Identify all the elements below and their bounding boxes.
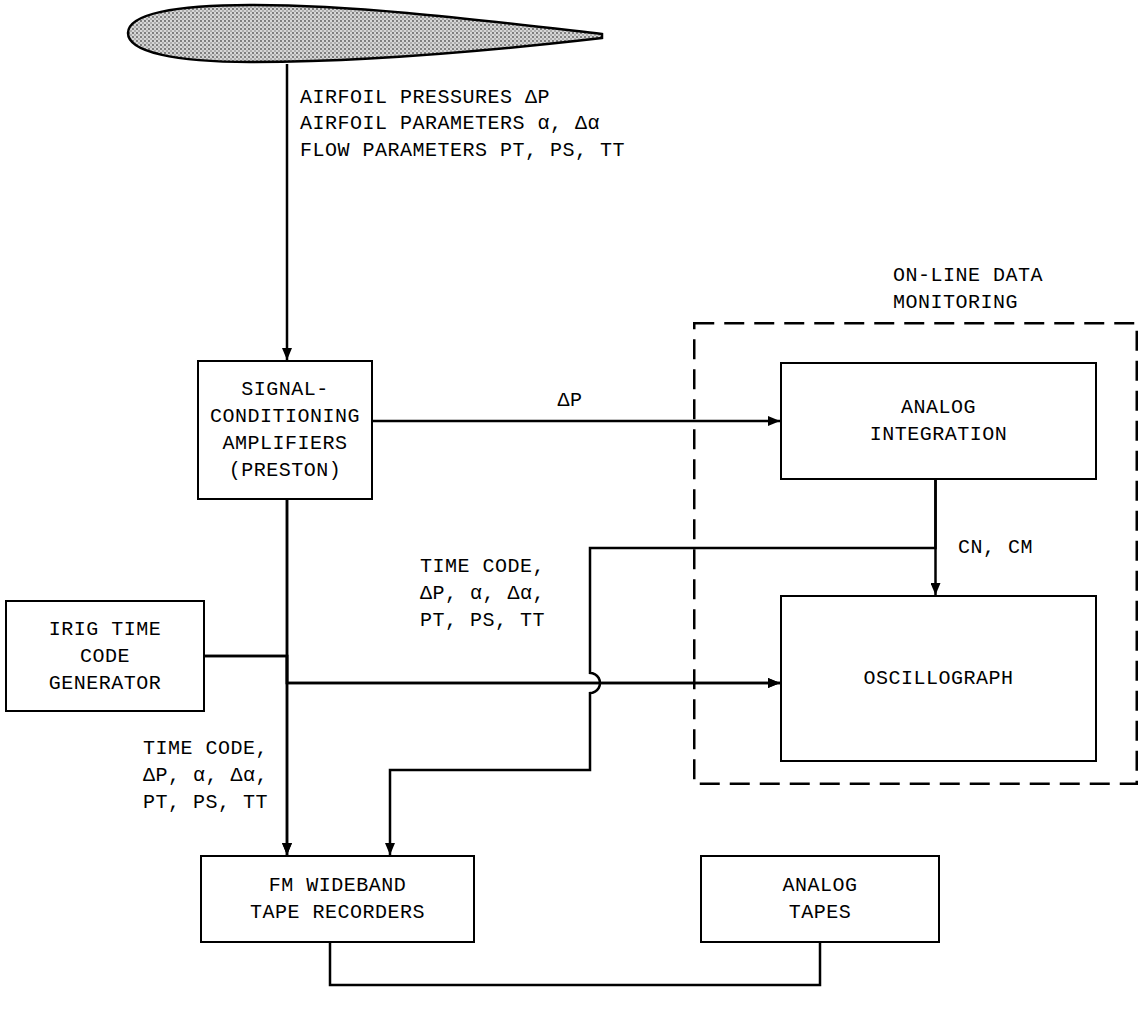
box-label: ANALOG INTEGRATION [864,394,1014,448]
signal-connector [373,420,780,423]
connector-label: ΔP [550,387,590,414]
process-box: FM WIDEBAND TAPE RECORDERS [200,855,475,943]
airfoil-section [128,5,602,62]
connector-label: TIME CODE, ΔP, α, Δα, PT, PS, TT [143,735,273,816]
process-box: ANALOG TAPES [700,855,940,943]
process-box: ANALOG INTEGRATION [780,362,1097,480]
box-label: IRIG TIME CODE GENERATOR [30,616,180,697]
monitoring-group: ON-LINE DATA MONITORINGANALOG INTEGRATIO… [693,322,1138,785]
group-heading: ON-LINE DATA MONITORING [893,262,1093,316]
box-label: FM WIDEBAND TAPE RECORDERS [245,872,430,926]
signal-arrow [286,64,289,360]
signal-connector [287,500,780,683]
signal-connector [330,943,820,985]
box-label: SIGNAL- CONDITIONING AMPLIFIERS (PRESTON… [209,376,361,484]
process-box: SIGNAL- CONDITIONING AMPLIFIERS (PRESTON… [197,360,373,500]
process-box: IRIG TIME CODE GENERATOR [5,600,205,712]
connector-label: CN, CM [958,534,1048,561]
signal-label: AIRFOIL PRESSURES ΔP [300,84,550,111]
process-box: OSCILLOGRAPH [780,595,1097,762]
signal-label: AIRFOIL PARAMETERS α, Δα [300,110,600,137]
connector-label: TIME CODE, ΔP, α, Δα, PT, PS, TT [420,553,550,634]
dashed-border [694,323,1137,784]
signal-label: FLOW PARAMETERS PT, PS, TT [300,137,625,164]
box-label: OSCILLOGRAPH [854,665,1024,692]
box-label: ANALOG TAPES [770,872,870,926]
